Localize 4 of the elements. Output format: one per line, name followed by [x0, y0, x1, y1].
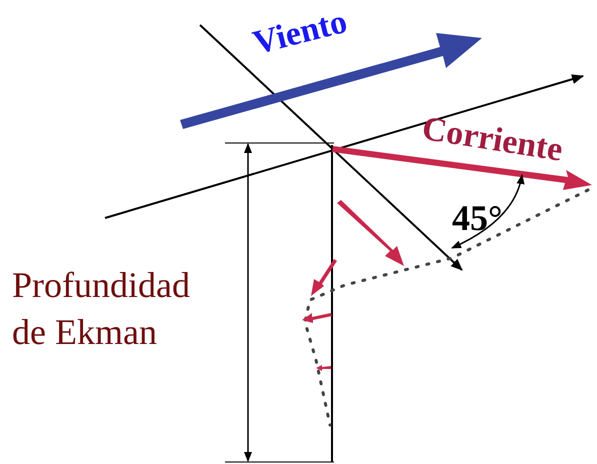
angle-label: 45°	[452, 200, 502, 236]
current-label: Corriente	[420, 112, 565, 168]
wind-label: Viento	[250, 5, 350, 61]
depth-label: Profundidad de Ekman	[12, 264, 191, 354]
